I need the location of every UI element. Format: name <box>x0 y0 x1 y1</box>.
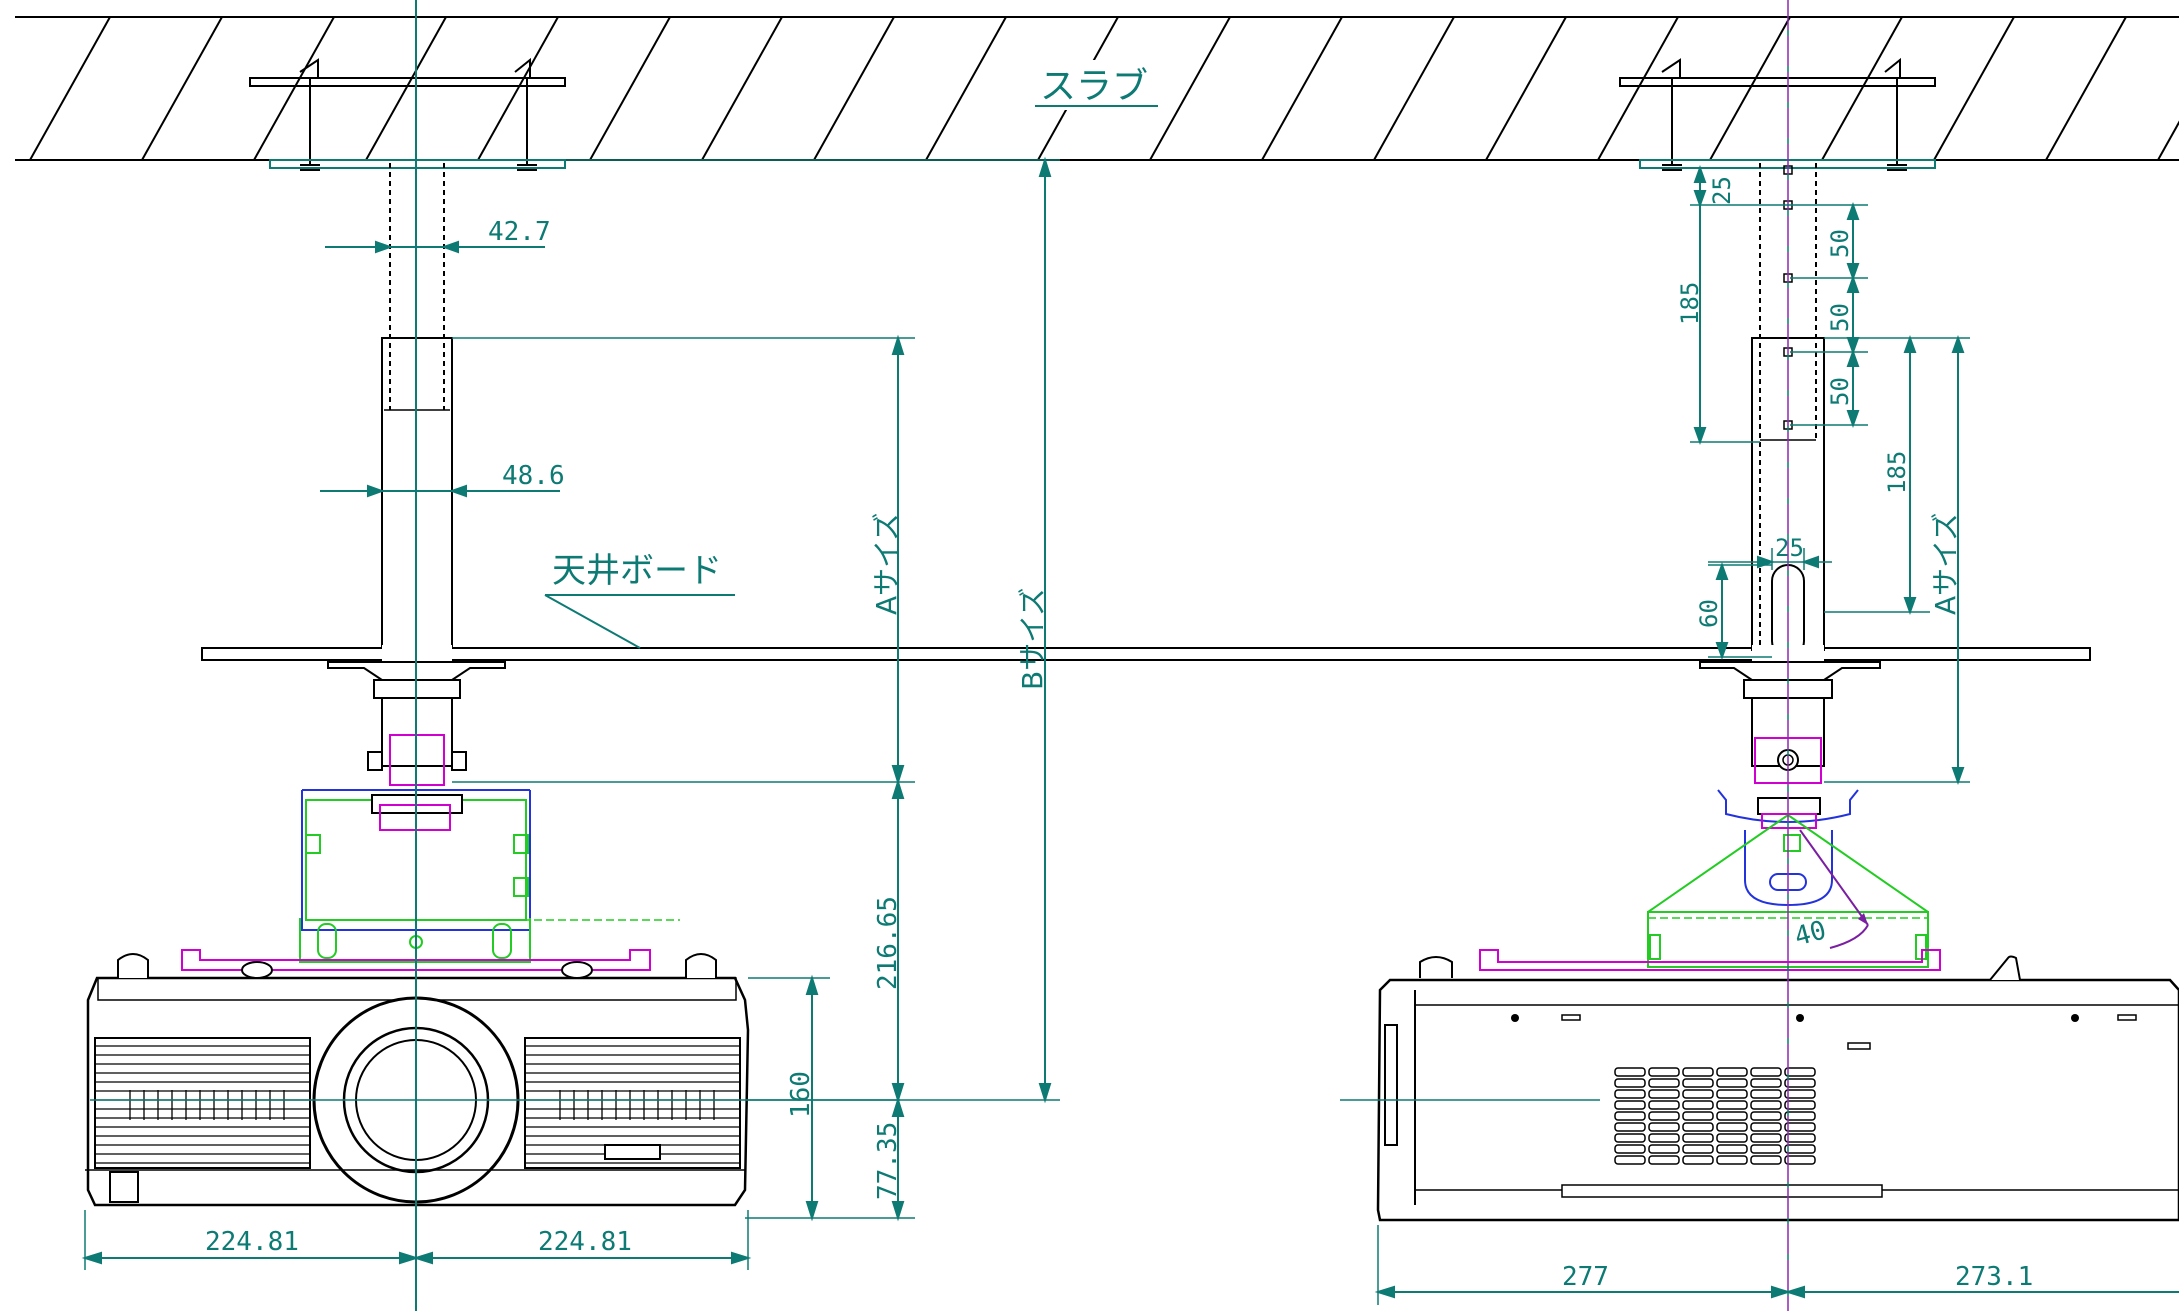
front-view <box>85 0 2091 1311</box>
slab: スラブ <box>15 16 2179 161</box>
dim-lens-center: 77.35 <box>873 1122 903 1200</box>
dim-pitch-1: 50 <box>1826 229 1854 258</box>
side-dimensions <box>1374 165 2179 1305</box>
dim-pipe-outer: 48.6 <box>502 461 565 491</box>
dim-inner-length: 185 <box>1676 282 1704 325</box>
dim-outer-length: 185 <box>1883 451 1911 494</box>
dim-slot-width: 25 <box>1775 534 1804 562</box>
dim-projector-height: 160 <box>786 1071 816 1118</box>
dim-half-width-right: 224.81 <box>538 1227 632 1257</box>
front-dimensions <box>81 156 1060 1270</box>
dim-mount-height: 216.65 <box>873 896 903 990</box>
side-view <box>1340 0 2179 1311</box>
dim-tilt-angle: 40 <box>1791 915 1829 952</box>
side-dimension-text: 25 185 50 50 50 185 Aサイズ 25 60 40 277 27… <box>1562 176 2033 1292</box>
dim-depth-front: 277 <box>1562 1262 1609 1292</box>
a-size-left-label: Aサイズ <box>870 513 903 615</box>
dim-slot-height: 60 <box>1695 599 1723 628</box>
dim-half-width-left: 224.81 <box>205 1227 299 1257</box>
dim-pipe-inner: 42.7 <box>488 217 551 247</box>
dim-top-offset: 25 <box>1708 176 1736 205</box>
slab-label: スラブ <box>1040 66 1148 107</box>
front-dimension-text: 42.7 48.6 天井ボード Aサイズ Bサイズ 216.65 160 77.… <box>205 217 1049 1257</box>
ceiling-board-label: 天井ボード <box>552 551 722 591</box>
a-size-right-label: Aサイズ <box>1929 513 1962 615</box>
b-size-label: Bサイズ <box>1016 588 1049 690</box>
dim-pitch-3: 50 <box>1826 377 1854 406</box>
dim-depth-rear: 273.1 <box>1955 1262 2033 1292</box>
dim-pitch-2: 50 <box>1826 303 1854 332</box>
